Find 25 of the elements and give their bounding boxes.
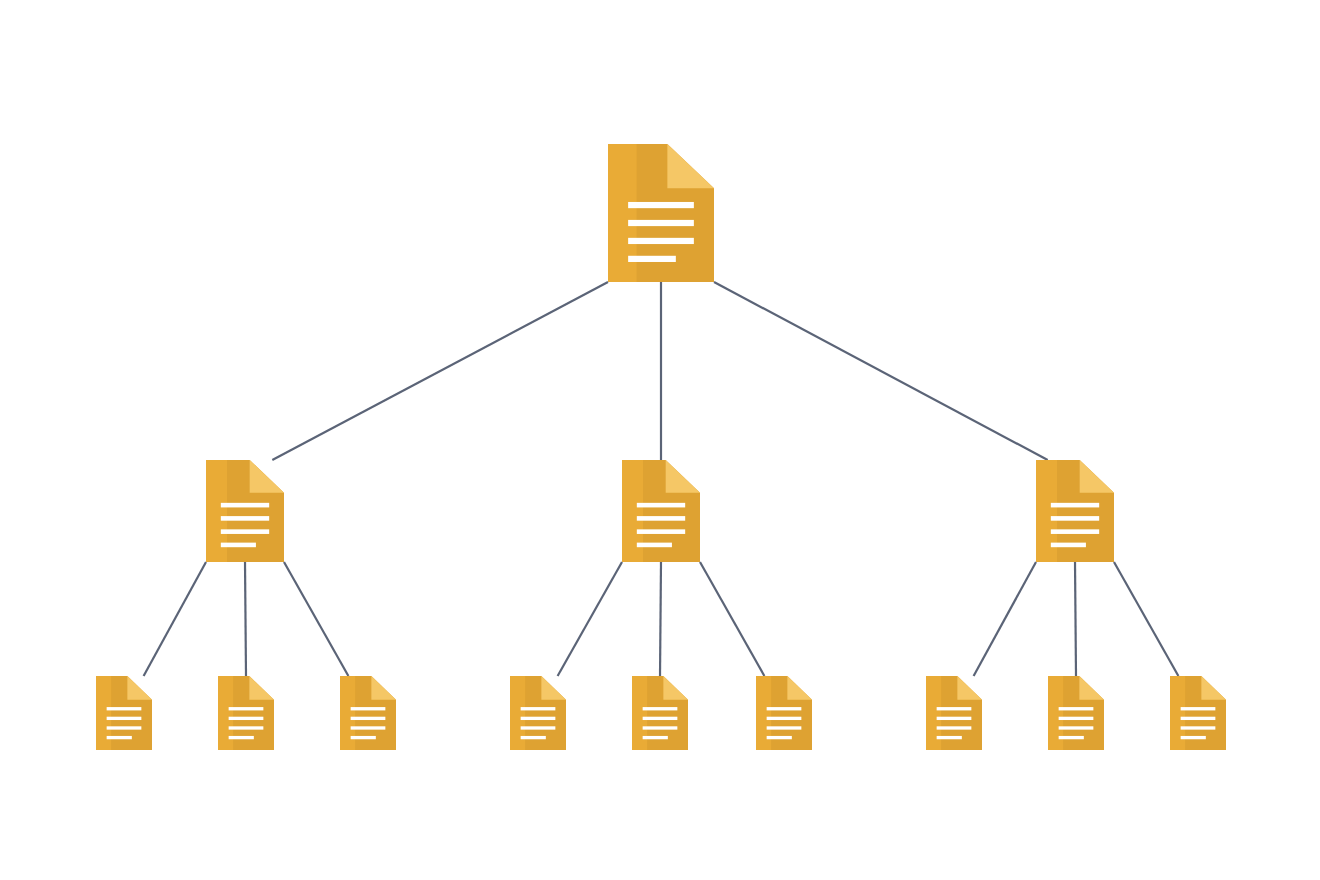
document-icon [1048, 676, 1104, 750]
document-icon [926, 676, 982, 750]
connector-line [1073, 562, 1078, 676]
document-icon [632, 676, 688, 750]
connector-line [243, 562, 248, 676]
document-icon [608, 144, 714, 282]
connector-line [699, 561, 766, 677]
connector-line [659, 282, 663, 460]
connector-line [283, 561, 350, 677]
document-icon [218, 676, 274, 750]
connector-line [1113, 561, 1180, 677]
connector-line [658, 562, 663, 676]
document-icon [622, 460, 700, 562]
connector-line [271, 281, 609, 461]
document-icon [206, 460, 284, 562]
document-icon [510, 676, 566, 750]
connector-line [972, 561, 1037, 677]
document-icon [340, 676, 396, 750]
document-icon [1170, 676, 1226, 750]
connector-line [142, 561, 207, 677]
document-icon [756, 676, 812, 750]
connector-line [713, 281, 1049, 461]
connector-line [556, 561, 623, 677]
document-icon [96, 676, 152, 750]
document-icon [1036, 460, 1114, 562]
